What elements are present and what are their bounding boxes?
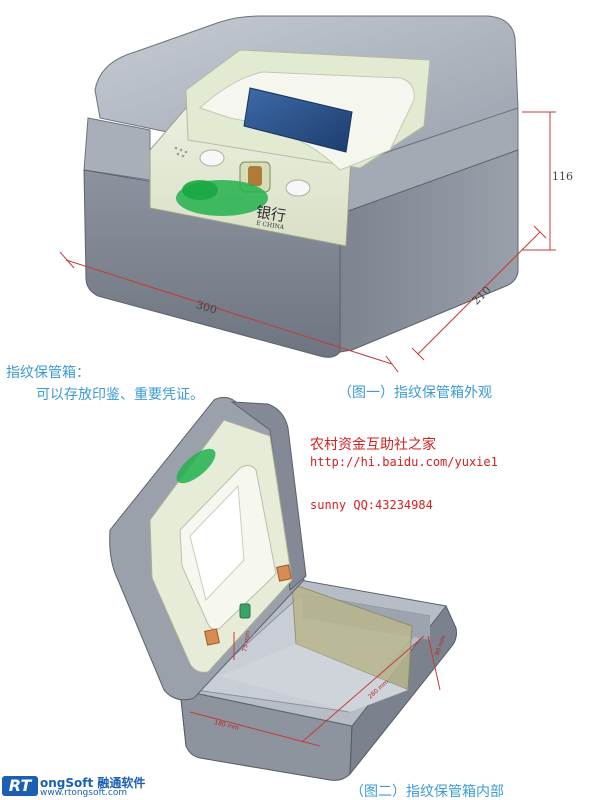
panel-button-right: [285, 179, 311, 197]
panel-button-left: [199, 149, 225, 167]
lid-logo-blur: [176, 448, 216, 484]
dim-210-line: [411, 225, 547, 361]
credit-url[interactable]: http://hi.baidu.com/yuxie1: [310, 455, 498, 469]
dim-116-line: [522, 111, 556, 251]
figure-2-caption: （图二）指纹保管箱内部: [350, 784, 504, 800]
figure-1-caption: （图一）指纹保管箱外观: [338, 385, 492, 401]
speaker-dots: [174, 146, 188, 158]
lid-latch: [239, 603, 251, 619]
lcd-screen: [243, 87, 353, 153]
watermark-site[interactable]: www.rtongsoft.com: [40, 788, 128, 798]
box-base-right: [339, 149, 519, 353]
watermark-brand: ongSoft 融通软件: [40, 776, 146, 790]
dim-300-line: [59, 251, 399, 373]
credit-org: 农村资金互助社之家: [310, 437, 436, 453]
dim-116-label: 116: [552, 170, 573, 183]
hinge-right: [276, 564, 292, 582]
box-lid-front: [83, 117, 151, 181]
open-box-base-front: [179, 689, 353, 781]
rtongsoft-logo-icon: RT: [2, 776, 38, 796]
credit-qq: sunny QQ:43234984: [310, 498, 433, 512]
description-title: 指纹保管箱：: [6, 365, 90, 381]
description-body: 可以存放印鉴、重要凭证。: [36, 387, 204, 403]
open-lid-rim: [230, 401, 307, 591]
hinge-left: [204, 628, 220, 646]
fig2-dims: [189, 632, 441, 747]
